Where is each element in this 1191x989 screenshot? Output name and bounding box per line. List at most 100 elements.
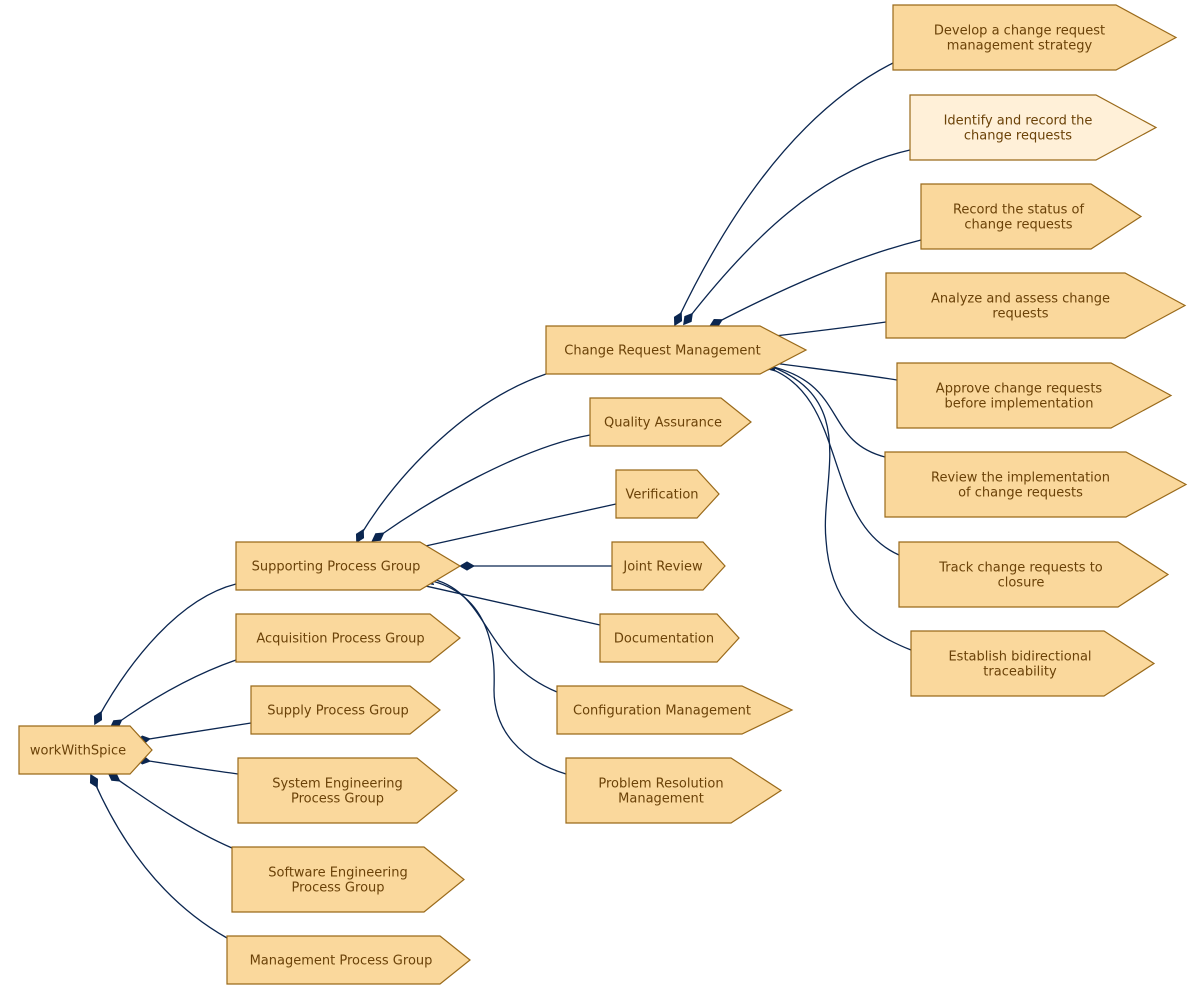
node-shape [898,541,1170,608]
composition-diamond-icon [93,710,103,726]
edges-layer [89,62,922,939]
node-shape [920,183,1143,250]
node-shape [589,397,752,447]
node-shape [556,685,794,735]
node-label: Acquisition Process Group [256,632,424,647]
connector-line [113,776,233,849]
composition-diamond-icon [458,561,476,571]
node-shape [884,451,1188,518]
composition-diamond-icon [371,532,385,542]
connector-line [715,239,922,324]
edge-crm-crm2 [683,149,911,326]
node-label: Configuration Management [573,704,751,719]
composition-diamond-icon [683,312,693,326]
activity-node-crm[interactable]: Change Request Management [545,325,808,375]
composition-diamond-icon [89,773,99,789]
edge-support-joint [458,561,612,571]
node-shape [18,725,153,775]
node-label: Supporting Process Group [252,560,421,575]
edge-root-mgmt [89,773,228,939]
node-label: Approve change requests [936,382,1103,397]
node-label: Software Engineering [268,866,407,881]
node-shape [909,94,1158,161]
edge-crm-crm7 [755,361,900,556]
node-label: before implementation [945,397,1094,412]
node-label: closure [998,576,1045,591]
connector-line [142,759,239,775]
connector-line [427,577,558,693]
edge-root-syseng [135,755,239,775]
node-shape [250,685,441,735]
node-label: System Engineering [272,777,403,792]
connector-line [411,503,617,550]
node-label: Identify and record the [944,114,1093,129]
node-shape [235,613,461,663]
node-label: workWithSpice [30,744,126,759]
connector-line [93,780,228,939]
connector-line [359,373,547,537]
node-shape [231,846,465,913]
node-shape [611,541,726,591]
edge-support-crm [355,373,547,544]
connector-line [115,659,237,725]
composition-diamond-icon [673,311,683,327]
connector-line [765,321,887,338]
activity-node-root[interactable]: workWithSpice [18,725,153,775]
activity-node-qa[interactable]: Quality Assurance [589,397,752,447]
connector-line [761,365,900,556]
node-shape [910,630,1156,697]
connector-line [769,365,912,651]
node-label: Develop a change request [934,24,1105,39]
node-label: Joint Review [622,560,703,575]
activity-node-verif[interactable]: Verification [615,469,720,519]
node-label: Review the implementation [931,471,1110,486]
edge-root-supply [135,722,252,745]
node-label: Quality Assurance [604,416,722,431]
node-shape [885,272,1187,339]
node-label: Establish bidirectional [948,650,1091,665]
node-label: change requests [964,218,1072,233]
activity-node-acq[interactable]: Acquisition Process Group [235,613,461,663]
node-shape [237,757,458,824]
node-label: traceability [983,665,1057,680]
edge-crm-crm6 [752,359,886,458]
node-label: Documentation [614,632,714,647]
node-shape [226,935,471,985]
edge-support-verif [404,503,617,554]
node-label: Problem Resolution [598,777,723,792]
connector-line [765,361,898,381]
connector-line [411,582,601,626]
edge-support-qa [371,434,591,542]
node-shape [235,541,462,591]
node-shape [615,469,720,519]
node-label: of change requests [958,486,1083,501]
composition-diamond-icon [355,528,365,544]
edge-root-sweng [107,772,233,849]
node-label: Process Group [291,881,384,896]
activity-node-supply[interactable]: Supply Process Group [250,685,441,735]
activity-node-config[interactable]: Configuration Management [556,685,794,735]
node-shape [892,4,1178,71]
activity-node-support[interactable]: Supporting Process Group [235,541,462,591]
node-label: change requests [964,129,1072,144]
node-label: management strategy [947,39,1093,54]
node-shape [545,325,808,375]
activity-node-joint[interactable]: Joint Review [611,541,726,591]
edge-crm-crm1 [673,62,894,327]
node-label: Process Group [291,792,384,807]
connector-line [377,434,591,538]
activity-node-mgmt[interactable]: Management Process Group [226,935,471,985]
activity-node-doc[interactable]: Documentation [599,613,740,663]
